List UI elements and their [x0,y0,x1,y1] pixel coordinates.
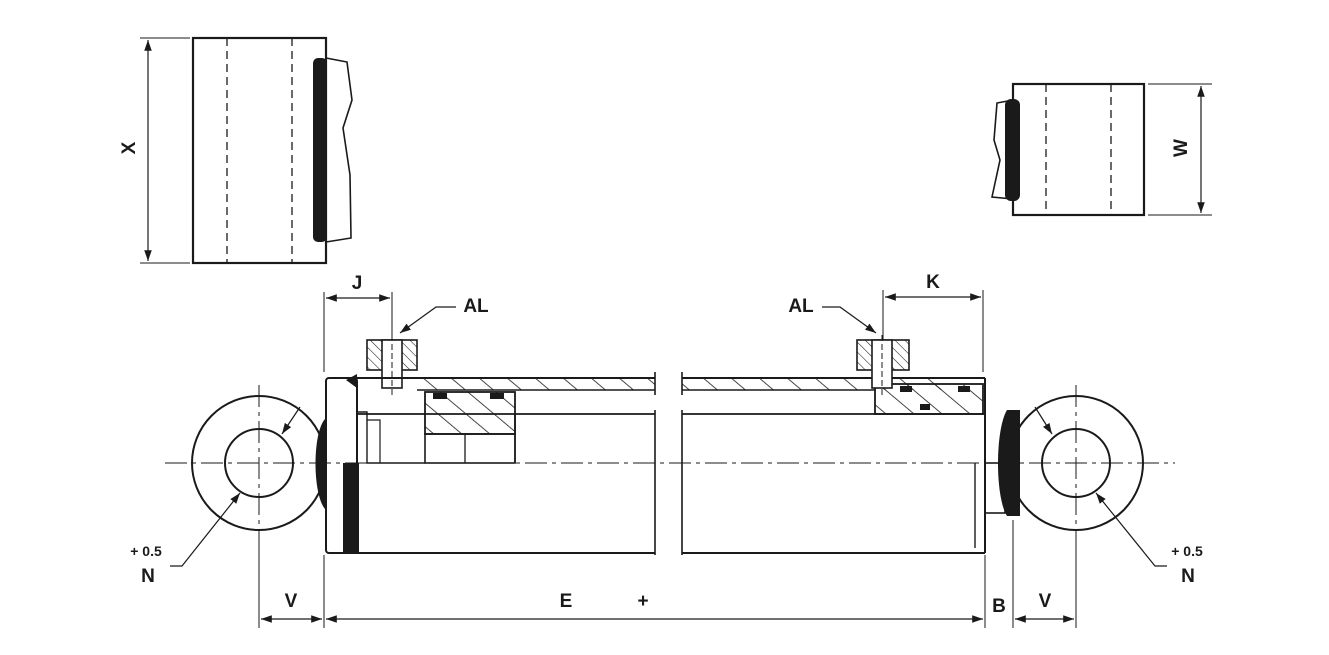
barrel-left [357,372,656,555]
left-port [366,335,418,395]
n-right-tolerance: + 0.5 [1171,543,1203,559]
dim-w-label: W [1171,139,1192,157]
al-left-label: AL [463,296,489,317]
n-left-label: N [141,566,155,587]
dim-e-plus: + [637,591,648,612]
dim-b-label: B [992,596,1006,617]
dim-v-right-label: V [1039,591,1052,612]
right-end-view [991,82,1212,217]
left-end-cap [325,374,359,554]
n-right-label: N [1181,566,1195,587]
dim-e-label: E [560,591,573,612]
dim-v-left-label: V [285,591,298,612]
al-right-label: AL [788,296,814,317]
left-end-view [140,36,353,265]
dim-k-label: K [926,272,940,293]
n-left-tolerance: + 0.5 [130,543,162,559]
right-port [856,335,910,395]
right-eye [998,385,1144,540]
dim-j-label: J [352,273,363,294]
barrel-right [681,372,1006,555]
dim-x-label: X [119,141,140,154]
